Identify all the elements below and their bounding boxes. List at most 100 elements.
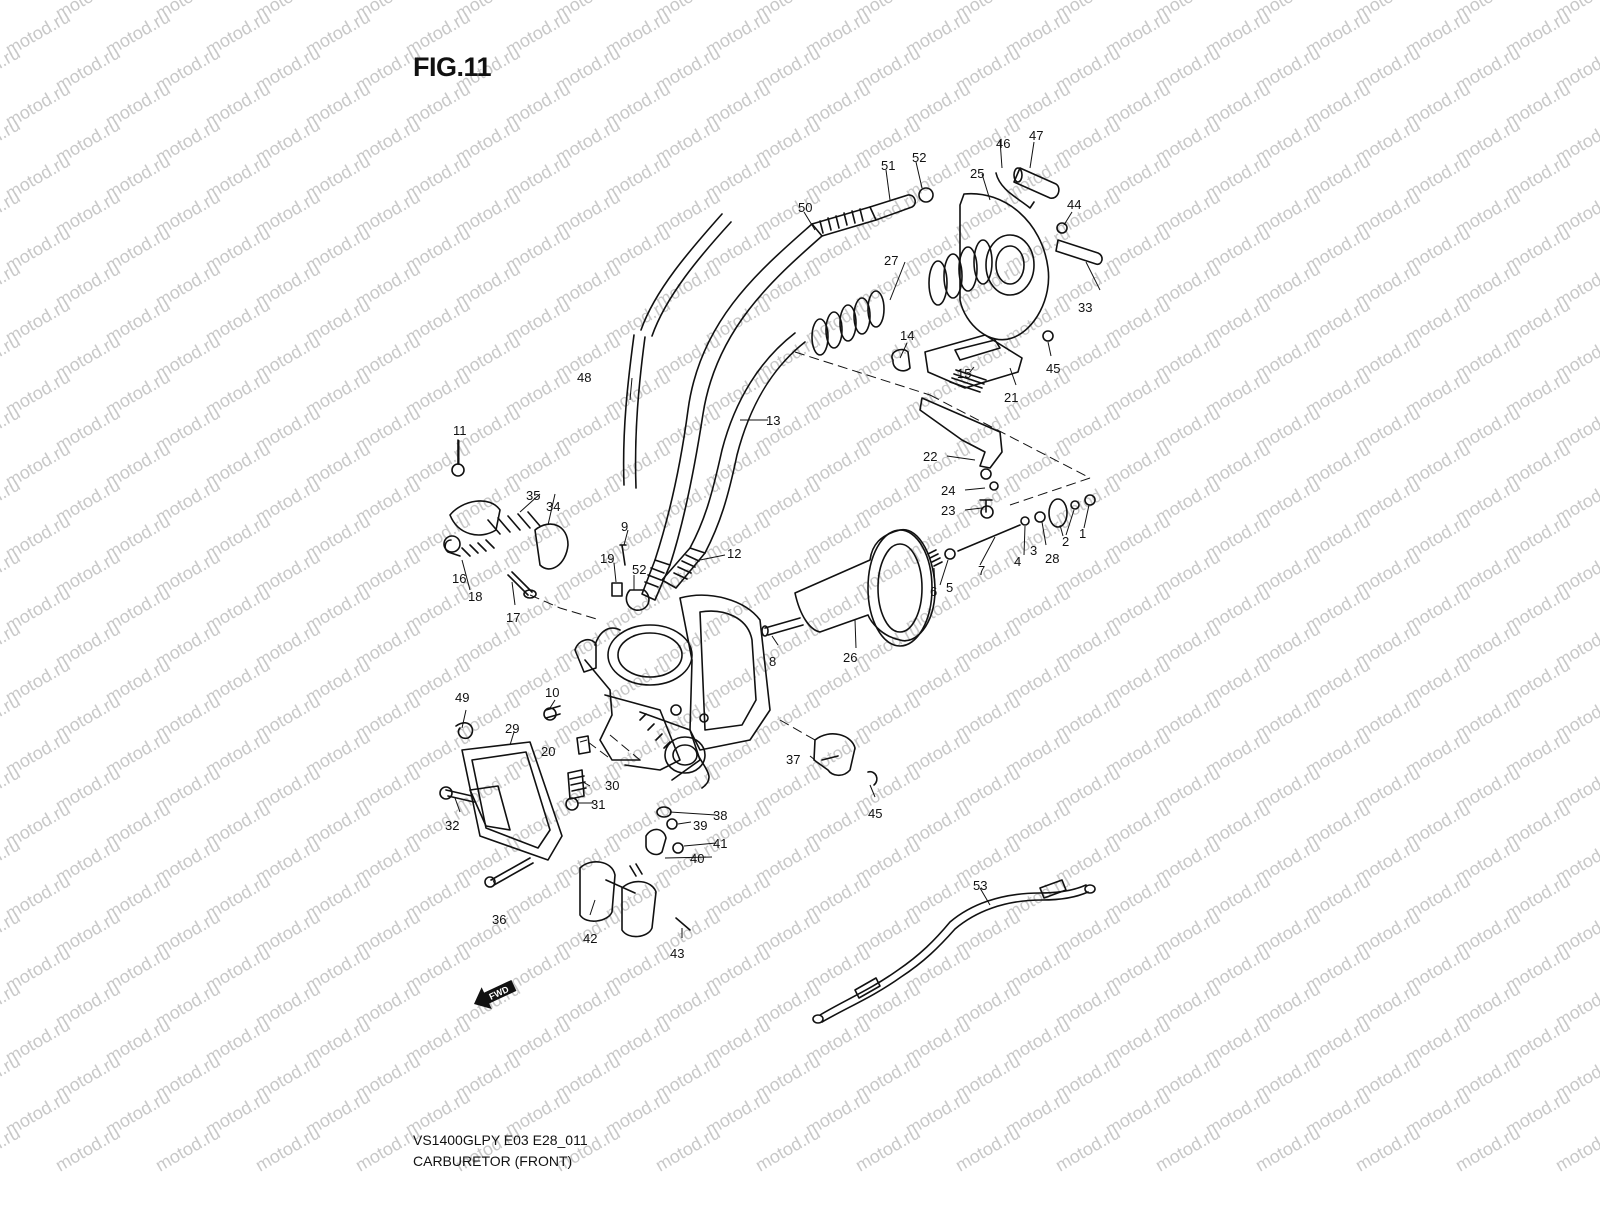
callout-7: 7 [978,563,985,578]
part-20-jet [576,735,591,755]
callout-6: 6 [930,584,937,599]
part-16-screw [444,539,461,557]
callout-31: 31 [591,797,605,812]
part-45-screw-upper [1042,330,1054,342]
watermark-text: motod.ru [752,1123,824,1176]
watermark-text: motod.ru [1352,1123,1424,1176]
callout-13: 13 [766,413,780,428]
callout-9: 9 [621,519,628,534]
part-46-clip [995,172,1035,209]
callout-36: 36 [492,912,506,927]
callout-29: 29 [505,721,519,736]
leader-lines [454,139,1101,938]
part-15-spring [949,369,987,393]
callout-2: 2 [1062,534,1069,549]
part-28-plate [1048,498,1068,528]
carburetor-body [574,594,771,789]
callout-43: 43 [670,946,684,961]
watermark-text: motod.ru [952,1123,1024,1176]
callout-8: 8 [769,654,776,669]
assembly-guides [529,351,1091,761]
part-35-spring [487,511,541,535]
part-53-cable [819,884,1087,1016]
part-5-washer [944,548,956,560]
watermark-text: motod.ru [0,0,24,23]
part-4-nut [1020,516,1030,526]
callout-11: 11 [453,423,467,438]
part-26-piston [794,529,936,642]
callout-17: 17 [506,610,520,625]
part-22-link [919,397,1003,469]
part-17-needle [507,571,533,596]
part-41-screw [672,842,684,854]
part-34-cover [449,500,501,536]
callout-3: 3 [1030,543,1037,558]
callout-32: 32 [445,818,459,833]
part-11-screw [451,463,465,477]
watermark-layer: motod.ru motod.ru motod.ru motod.ru motod.ru… [0,0,1600,1175]
watermark-text: motod.ru [1252,1123,1324,1176]
watermark-text: motod.ru [652,1123,724,1176]
part-1-screw [1084,494,1096,506]
callout-42: 42 [583,931,597,946]
callout-25: 25 [970,166,984,181]
part-8-needle [764,617,804,636]
callout-46: 46 [996,136,1010,151]
part-6-spring [927,549,943,567]
part-31-nut [565,797,579,811]
callout-23: 23 [941,503,955,518]
callout-10: 10 [545,685,559,700]
callout-19: 19 [600,551,614,566]
callout-38: 38 [713,808,727,823]
part-27-springs [811,239,993,356]
callout-47: 47 [1029,128,1043,143]
watermark-text: motod.ru [1052,1123,1124,1176]
parts-drawing [439,167,1103,1024]
callout-52-lower: 52 [632,562,646,577]
callout-18: 18 [468,589,482,604]
watermark-text: motod.ru [252,1123,324,1176]
callout-34: 34 [546,499,560,514]
callout-labels: 1 2 3 4 5 6 7 8 9 10 11 12 13 14 15 16 1… [445,128,1092,961]
part-30-holder [567,769,585,800]
part-39-washer [666,818,678,830]
part-37-lever [813,733,856,777]
callout-4: 4 [1014,554,1021,569]
model-code: VS1400GLPY E03 E28_011 [413,1132,588,1148]
callout-16: 16 [452,571,466,586]
callout-22: 22 [923,449,937,464]
part-47-tube [1013,167,1060,199]
callout-35: 35 [526,488,540,503]
part-48-tube [640,213,723,331]
part-44-screw [1056,222,1068,234]
callout-39: 39 [693,818,707,833]
watermark-text: motod.ru [1452,1123,1524,1176]
callout-53: 53 [973,878,987,893]
callout-28: 28 [1045,551,1059,566]
part-21-bracket [924,334,1023,389]
callout-37: 37 [786,752,800,767]
part-42-float [579,861,616,922]
callout-24: 24 [941,483,955,498]
part-19-jet [611,582,623,597]
part-18-spring [461,539,495,557]
part-12-bellows [661,547,706,589]
part-25-diaphragm-cover [959,192,1050,341]
callout-45-lower: 45 [868,806,882,821]
callout-21: 21 [1004,390,1018,405]
callout-51: 51 [881,158,895,173]
callout-27: 27 [884,253,898,268]
part-52-clamp [625,589,650,611]
part-14-bushing [891,348,911,372]
section-name: CARBURETOR (FRONT) [413,1153,573,1169]
callout-50: 50 [798,200,812,215]
figure-title: FIG.11 [413,52,492,82]
part-51-pipe [869,194,917,221]
watermark-text: motod.ru [1152,1123,1224,1176]
callout-26: 26 [843,650,857,665]
watermark-text: motod.ru [852,1123,924,1176]
part-45-clip-lower [867,770,878,786]
watermark-text: motod.ru [152,1123,224,1176]
watermark-text: motod.ru [52,1123,124,1176]
